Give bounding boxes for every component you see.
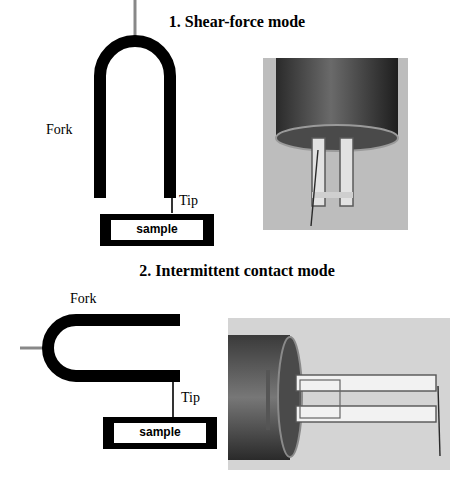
photo-background: [263, 58, 408, 230]
sample-label: sample: [136, 223, 177, 236]
holder-opening: [276, 125, 398, 151]
section-heading: 2. Intermittent contact mode: [139, 262, 335, 280]
probe-tip: [172, 380, 174, 418]
photo-shear-force: [263, 58, 408, 230]
probe-tip: [171, 192, 173, 213]
fork-tine: [296, 375, 436, 391]
section-heading: 1. Shear-force mode: [169, 13, 305, 31]
part-label: Fork: [70, 291, 96, 307]
part-label: Tip: [179, 193, 198, 209]
fork-tine: [296, 406, 436, 422]
part-label: Tip: [181, 390, 200, 406]
probe-needle: [311, 150, 318, 226]
sample-box: sample: [103, 417, 217, 449]
fork-base: [300, 380, 340, 418]
part-label: Fork: [46, 122, 72, 138]
fork-base: [312, 192, 353, 198]
tuning-fork: [100, 41, 170, 198]
wire: [266, 370, 270, 430]
shear-force-fork: [100, 0, 172, 213]
holder-opening: [278, 337, 302, 457]
tuning-fork: [48, 320, 180, 376]
sample-box: sample: [100, 214, 214, 246]
intermittent-fork: [20, 320, 180, 418]
photo-background: [228, 318, 450, 470]
sample-label: sample: [139, 426, 180, 439]
probe-needle: [438, 386, 440, 456]
photo-intermittent: [228, 318, 450, 470]
